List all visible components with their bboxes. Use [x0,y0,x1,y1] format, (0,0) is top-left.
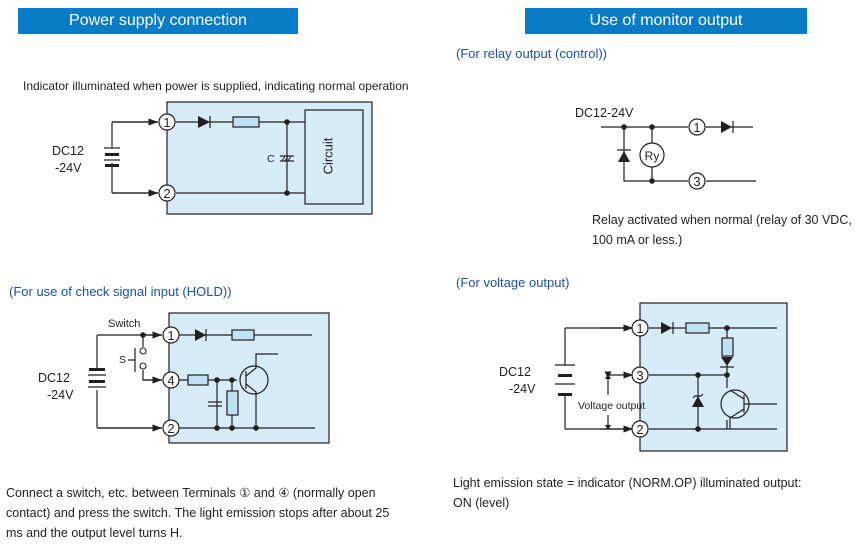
diode-icon [661,322,672,334]
hold-input-diagram: S Switch DC12 -24V 1 4 2 [38,312,330,444]
zener-diode-icon [692,396,704,407]
hold-section-title: (For use of check signal input (HOLD)) [9,284,232,299]
source-label-2: -24V [509,382,536,396]
diode-icon [195,329,206,341]
terminal-label: 2 [636,422,643,437]
terminal-label: 2 [167,421,174,436]
relay-icon [639,142,665,168]
resistor-icon [231,329,255,341]
terminal-2 [162,419,180,437]
relay-output-diagram: DC12-24V Ry 1 3 [575,106,756,190]
terminal-label: 1 [693,120,700,135]
terminal-4 [162,371,180,389]
resistor-icon [232,116,260,128]
voltage-section-title: (For voltage output) [456,275,570,290]
terminal-1 [158,113,176,131]
source-label: DC12 [499,365,531,379]
switch-icon [128,348,136,372]
diode-icon [618,151,630,162]
terminal-1 [631,319,649,337]
indicator-note: Indicator illuminated when power is supp… [23,79,409,93]
relay-label: Ry [645,149,660,163]
voltage-description: Light emission state = indicator (NORM.O… [453,476,802,510]
terminal-1 [162,326,180,344]
voltage-output-label: Voltage output [578,400,645,412]
terminal-3 [631,366,649,384]
source-label-2: -24V [47,388,74,402]
resistor-icon [721,337,734,357]
monitor-output-header: Use of monitor output [525,8,807,34]
terminal-2 [158,184,176,202]
switch-contact-icon [139,347,147,355]
source-label-2: -24V [55,161,82,175]
switch-label: Switch [108,318,140,330]
hold-description: Connect a switch, etc. between Terminals… [6,486,390,540]
terminal-label: 1 [636,321,643,336]
source-label: DC12 [52,144,84,158]
s-label: S [119,354,126,366]
terminal-label: 4 [167,373,174,388]
relay-description: Relay activated when normal (relay of 30… [592,213,852,247]
diode-icon [198,116,210,128]
terminal-1 [688,118,706,136]
terminal-label: 3 [693,174,700,189]
terminal-2 [631,420,649,438]
resistor-icon [226,390,239,416]
diode-icon [721,357,733,366]
capacitor-label: C [267,153,275,165]
terminal-label: 3 [636,368,643,383]
transistor-icon [720,389,750,419]
circuit-label: Circuit [320,137,335,174]
terminal-label: 2 [163,186,170,201]
voltage-output-diagram: DC12 -24V Voltage output 1 3 2 [499,302,788,452]
source-label: DC12-24V [575,106,634,120]
resistor-icon [685,322,710,334]
battery-icon [89,368,105,371]
power-supply-header: Power supply connection [18,8,298,34]
terminal-label: 1 [167,328,174,343]
circuit-block [304,109,364,205]
power-supply-diagram: Circuit DC12 -24V C 1 2 [52,101,373,215]
diode-icon [721,121,732,133]
terminal-3 [688,172,706,190]
source-label: DC12 [38,371,70,385]
transistor-icon [239,365,269,395]
terminal-label: 1 [163,115,170,130]
resistor-icon [187,374,209,386]
relay-section-title: (For relay output (control)) [456,46,607,61]
